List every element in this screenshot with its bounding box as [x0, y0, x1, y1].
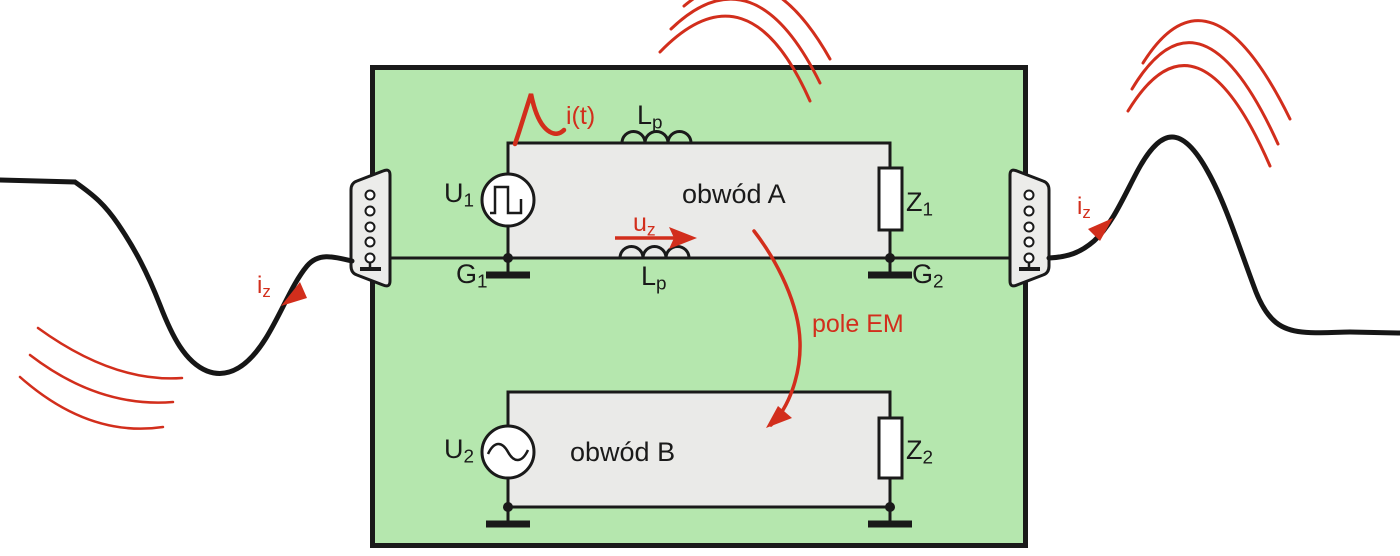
- lp-bottom-label: Lp: [641, 261, 667, 295]
- u2-label: U2: [444, 434, 475, 468]
- pulse-source-icon: [480, 172, 536, 228]
- g2-label: G2: [912, 259, 944, 293]
- emission-arcs-right-icon: [1126, 19, 1292, 168]
- dsub-connector-right: [1008, 168, 1051, 288]
- emission-arcs-top-icon: [658, 0, 832, 103]
- dsub-connector-left: [349, 168, 392, 288]
- sine-source-icon: [480, 424, 536, 480]
- z2-label: Z2: [906, 435, 934, 469]
- iz-arrowhead-right: [1088, 218, 1113, 241]
- iz-right-label: iz: [1077, 193, 1091, 223]
- cable-left: [0, 177, 355, 376]
- ground-icons: [486, 258, 912, 528]
- surge-waveform-icon: [512, 93, 567, 147]
- iz-left-label: iz: [257, 272, 271, 302]
- it-label: i(t): [566, 102, 596, 130]
- pole-em-label: pole EM: [812, 310, 904, 338]
- pole-em-arrow: [752, 229, 802, 428]
- z1-label: Z1: [906, 187, 934, 221]
- inductor-bottom-icon: [618, 245, 691, 259]
- impedance-z1-icon: [877, 166, 904, 232]
- circuit-a-name: obwód A: [682, 179, 786, 209]
- iz-arrowhead-left: [281, 282, 307, 306]
- impedance-z2-icon: [877, 416, 904, 480]
- uz-arrow-icon: [615, 227, 697, 249]
- circuit-b-box: [506, 390, 892, 509]
- inductor-top-icon: [620, 130, 693, 144]
- circuit-b-name: obwód B: [570, 437, 676, 467]
- g1-label: G1: [456, 259, 488, 293]
- lp-top-label: Lp: [637, 100, 663, 134]
- emission-arcs-left-icon: [18, 326, 184, 430]
- uz-label: uz: [633, 209, 656, 240]
- u1-label: U1: [444, 178, 475, 212]
